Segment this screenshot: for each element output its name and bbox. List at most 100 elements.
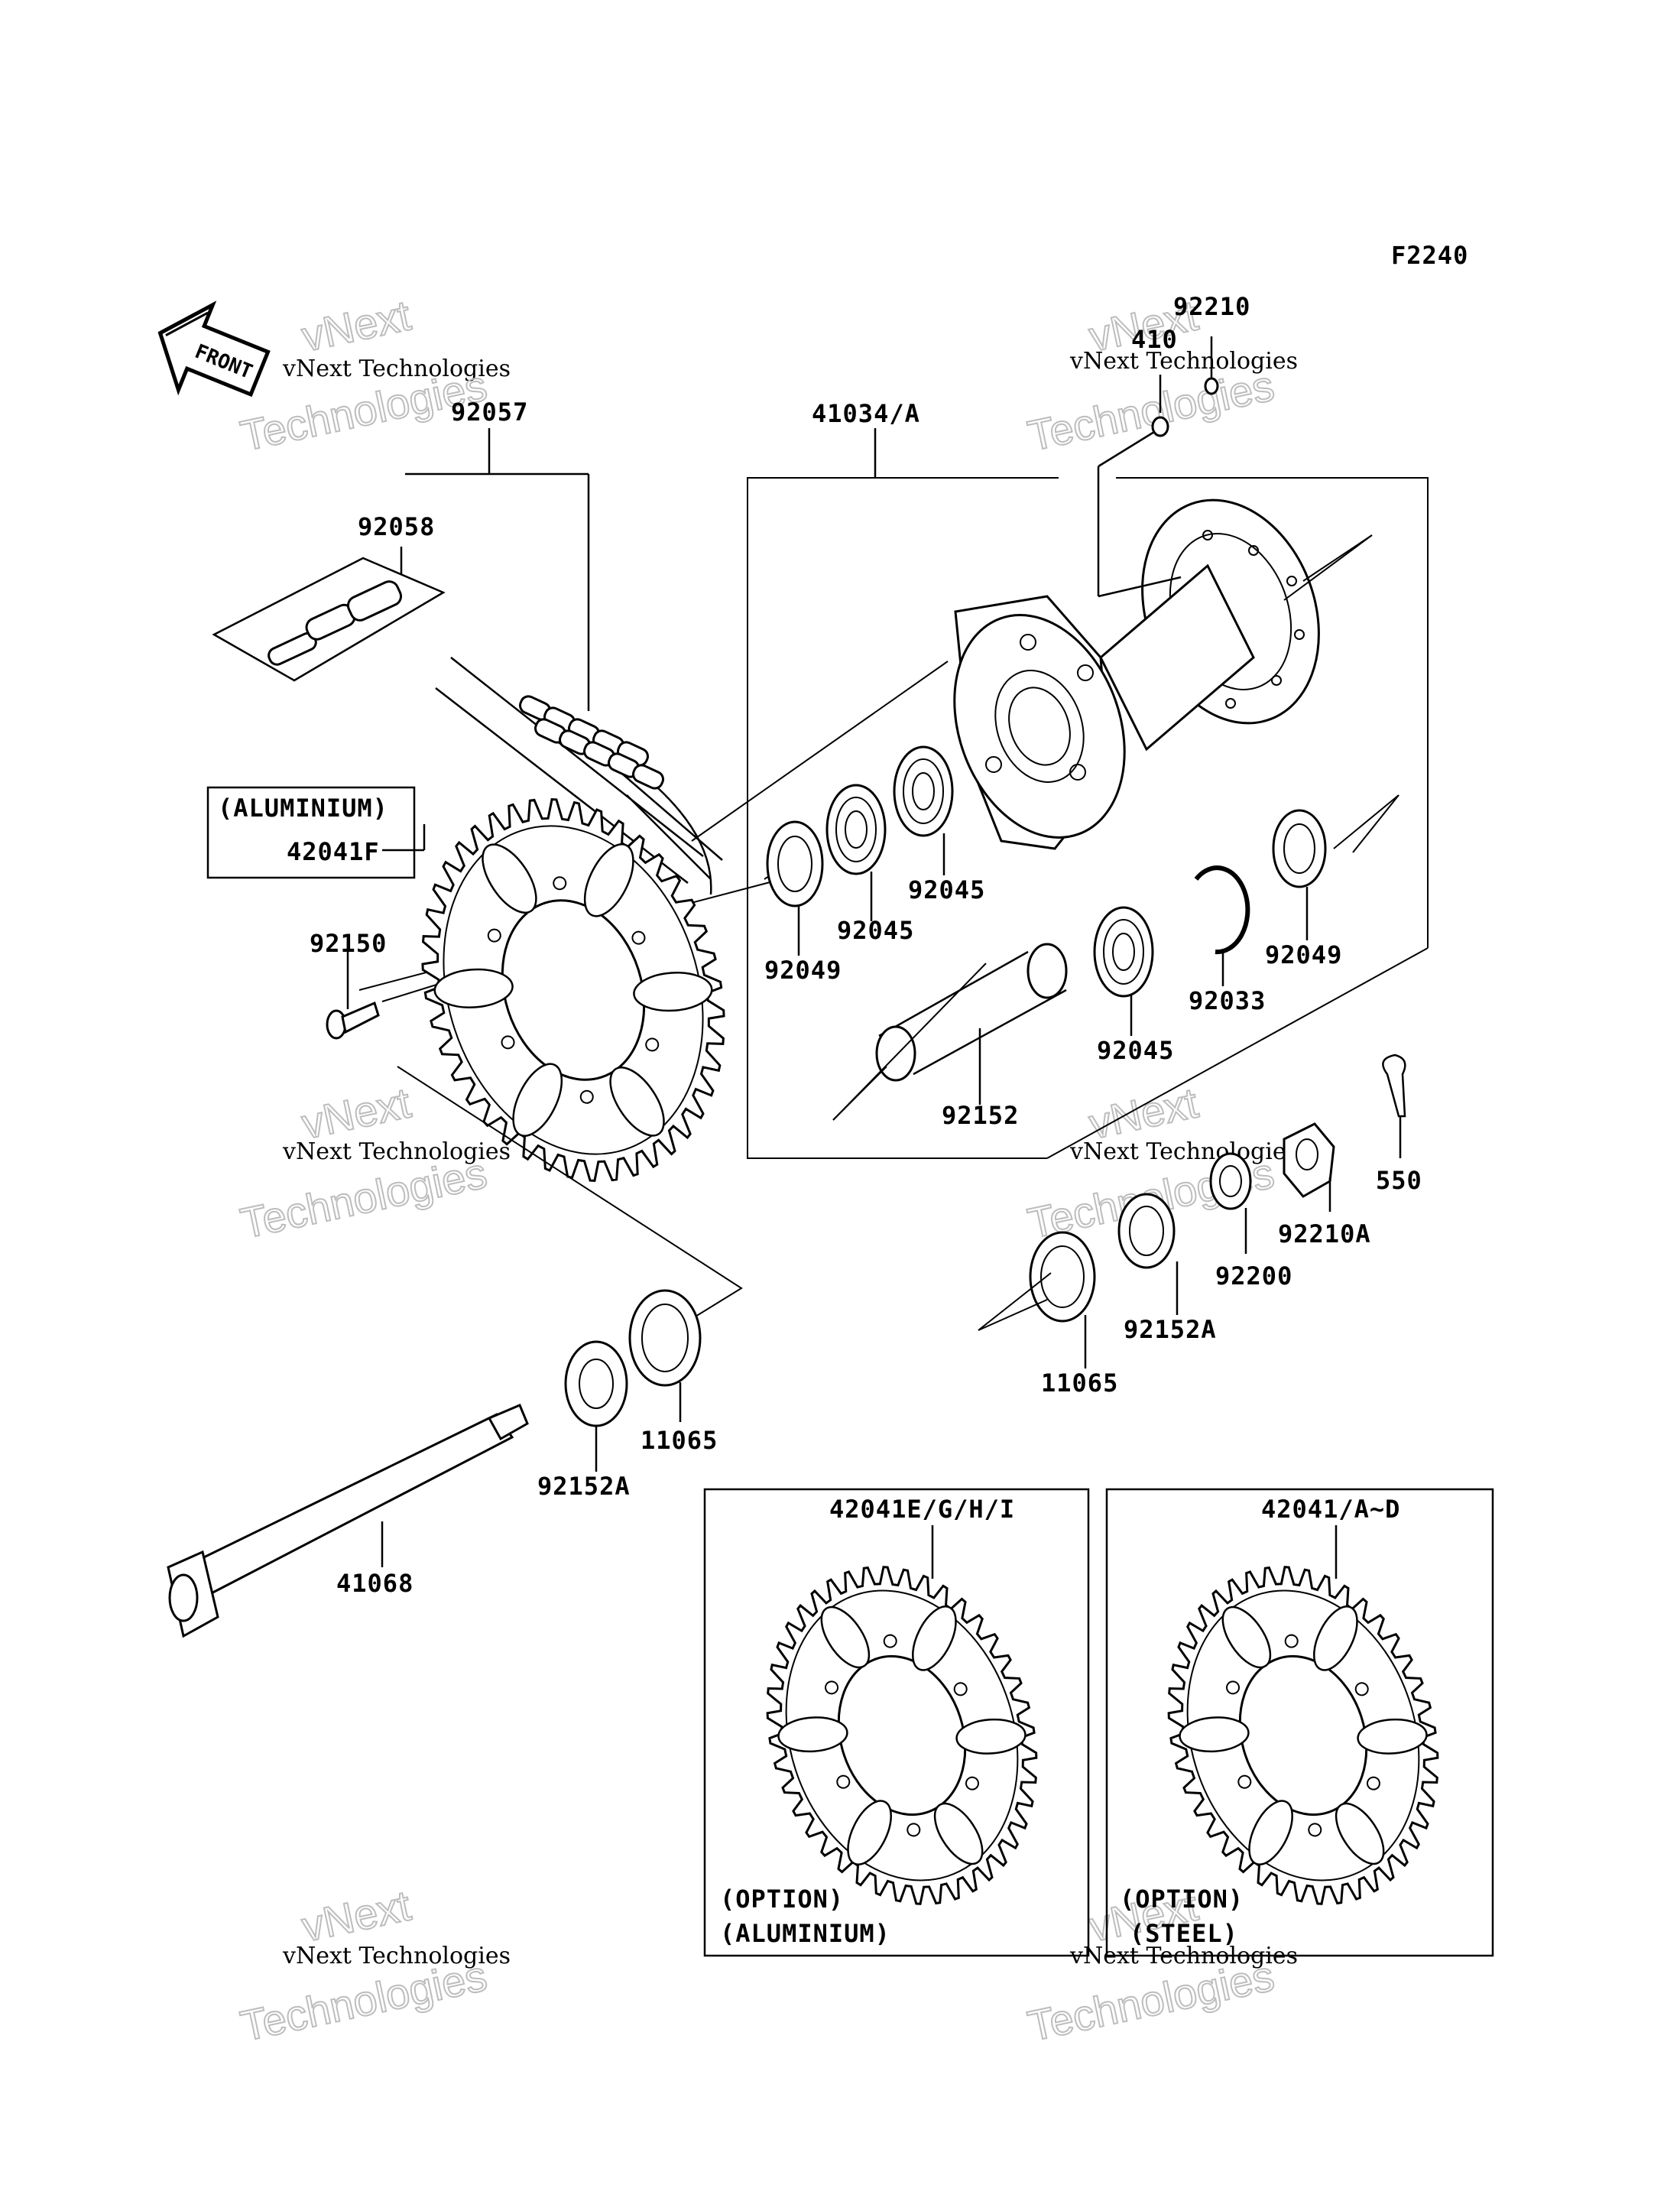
sprocket-lightening-hole bbox=[433, 968, 514, 1008]
sprocket-bolt-hole bbox=[953, 1682, 968, 1696]
rear-sprocket-aluminium bbox=[421, 798, 725, 1182]
rear-sprocket-option-steel bbox=[1167, 1566, 1439, 1905]
master-link-kit bbox=[212, 557, 446, 682]
sprocket-lightening-hole bbox=[1313, 1605, 1358, 1671]
sprocket-lightening-hole bbox=[1221, 1605, 1272, 1669]
watermark-caption: vNext Technologies bbox=[282, 356, 511, 382]
aluminium-tag-box bbox=[206, 786, 426, 879]
label-42041F: 42041F bbox=[287, 837, 380, 866]
hub-small-fasteners bbox=[1097, 336, 1219, 598]
sprocket-lightening-hole bbox=[1248, 1800, 1293, 1865]
sprocket-bolt bbox=[326, 940, 380, 1040]
option-box-steel bbox=[1105, 1488, 1494, 1957]
figure-code: F2240 bbox=[1391, 241, 1468, 270]
sprocket-center-bore bbox=[837, 1654, 967, 1817]
label-410: 410 bbox=[1131, 325, 1178, 354]
sprocket-bolt-hole bbox=[906, 1823, 921, 1837]
chain-leaders bbox=[400, 428, 590, 711]
rear-wheel-hub bbox=[953, 498, 1320, 850]
aluminium-tag: (ALUMINIUM) bbox=[218, 794, 388, 823]
option-left-line1: (OPTION) bbox=[720, 1885, 844, 1914]
hub-leaders bbox=[797, 833, 1309, 1105]
sprocket-lightening-hole bbox=[912, 1605, 957, 1671]
label-92057: 92057 bbox=[451, 398, 528, 427]
label-11065-right: 11065 bbox=[1041, 1368, 1118, 1398]
watermark-caption: vNext Technologies bbox=[282, 1943, 511, 1969]
label-42041EGHI: 42041E/G/H/I bbox=[829, 1495, 1015, 1524]
label-550: 550 bbox=[1376, 1166, 1422, 1195]
label-92033: 92033 bbox=[1189, 986, 1266, 1015]
label-41034A: 41034/A bbox=[812, 399, 920, 428]
sprocket-bolt-hole bbox=[501, 1035, 515, 1050]
sprocket-lightening-hole bbox=[583, 843, 634, 917]
sprocket-rim bbox=[785, 1589, 1019, 1881]
rear-axle bbox=[167, 1404, 529, 1638]
sprocket-lightening-hole bbox=[1357, 1718, 1428, 1755]
label-41068: 41068 bbox=[336, 1569, 414, 1598]
watermark-technologies: Technologies bbox=[1023, 361, 1278, 460]
axle-parts-right bbox=[978, 1054, 1406, 1368]
label-92045-b: 92045 bbox=[908, 875, 985, 904]
sprocket-center-bore bbox=[501, 899, 646, 1081]
watermark-caption: vNext Technologies bbox=[1069, 348, 1298, 375]
watermark-caption: vNext Technologies bbox=[1069, 1138, 1298, 1165]
label-11065-left: 11065 bbox=[641, 1426, 718, 1455]
rear-sprocket-option-aluminium bbox=[766, 1566, 1038, 1905]
sprocket-bolt-hole bbox=[645, 1037, 660, 1052]
sprocket-lightening-hole bbox=[933, 1802, 984, 1865]
sprocket-lightening-hole bbox=[482, 843, 537, 914]
sprocket-bolt-hole bbox=[1366, 1776, 1380, 1791]
sprocket-lightening-hole bbox=[512, 1063, 563, 1137]
sprocket-center-bore bbox=[1238, 1654, 1368, 1817]
sprocket-lightening-hole bbox=[633, 972, 713, 1012]
label-92152: 92152 bbox=[942, 1101, 1019, 1130]
sprocket-lightening-hole bbox=[1335, 1802, 1385, 1865]
label-92045-c: 92045 bbox=[1097, 1036, 1174, 1065]
sprocket-lightening-hole bbox=[609, 1066, 665, 1137]
label-92150: 92150 bbox=[310, 929, 387, 958]
label-92152A-left: 92152A bbox=[537, 1472, 631, 1501]
label-92058: 92058 bbox=[358, 512, 435, 541]
drive-chain bbox=[435, 657, 723, 895]
watermark-bottom-left: vNext vNext Technologies Technologies bbox=[235, 1880, 511, 2050]
sprocket-bolt-hole bbox=[487, 928, 501, 943]
label-92200: 92200 bbox=[1215, 1261, 1292, 1291]
option-box-aluminium bbox=[703, 1488, 1090, 1957]
watermark-top-left: vNext vNext Technologies Technologies bbox=[235, 290, 511, 460]
watermark-vnext: vNext bbox=[297, 291, 415, 360]
label-92152A-right: 92152A bbox=[1124, 1315, 1217, 1344]
label-92210A: 92210A bbox=[1278, 1219, 1371, 1248]
sprocket-lightening-hole bbox=[955, 1718, 1026, 1755]
sprocket-lightening-hole bbox=[847, 1800, 892, 1865]
option-right-line2: (STEEL) bbox=[1130, 1919, 1238, 1948]
sprocket-lightening-hole bbox=[1179, 1716, 1250, 1753]
sprocket-bolt-hole bbox=[1237, 1774, 1252, 1789]
sprocket-bolt-hole bbox=[965, 1776, 979, 1791]
sprocket-bolt-hole bbox=[883, 1634, 897, 1648]
sprocket-bolt-hole bbox=[631, 930, 646, 945]
sprocket-bolt-hole bbox=[836, 1774, 851, 1789]
front-arrow: FRONT bbox=[157, 300, 271, 398]
sprocket-lightening-hole bbox=[777, 1716, 848, 1753]
axle-spacers-left bbox=[564, 1289, 702, 1472]
label-42041AD: 42041/A~D bbox=[1261, 1495, 1400, 1524]
sprocket-lightening-hole bbox=[820, 1605, 871, 1669]
sprocket-bolt-hole bbox=[1354, 1682, 1369, 1696]
sprocket-bolt-hole bbox=[825, 1680, 839, 1695]
label-92049-right: 92049 bbox=[1265, 940, 1342, 969]
sprocket-rim bbox=[1186, 1589, 1420, 1881]
sprocket-bolt-hole bbox=[1284, 1634, 1299, 1648]
option-left-line2: (ALUMINIUM) bbox=[720, 1919, 890, 1948]
sprocket-rim bbox=[443, 825, 704, 1155]
label-92210: 92210 bbox=[1173, 292, 1250, 321]
sprocket-bolt-hole bbox=[1308, 1823, 1322, 1837]
hub-assembly-box bbox=[747, 428, 1429, 1159]
sprocket-bolt-hole bbox=[553, 876, 567, 891]
watermark-caption: vNext Technologies bbox=[282, 1138, 511, 1165]
sprocket-bolt-hole bbox=[1226, 1680, 1241, 1695]
label-92049-left: 92049 bbox=[764, 956, 842, 985]
option-right-line1: (OPTION) bbox=[1120, 1885, 1244, 1914]
hub-bearings bbox=[766, 745, 1327, 1121]
sprocket-bolt-hole bbox=[579, 1089, 594, 1104]
